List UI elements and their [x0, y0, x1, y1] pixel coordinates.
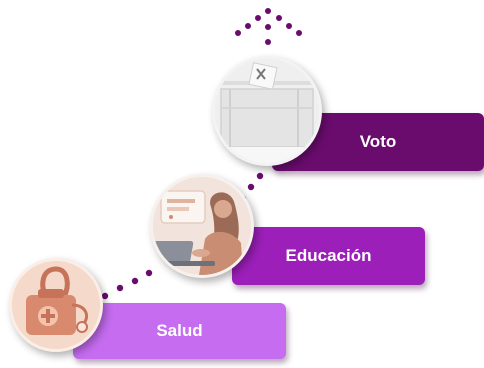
medical-case-stethoscope-icon	[12, 261, 100, 349]
arrow-dot	[235, 30, 241, 36]
arrow-dot	[286, 23, 292, 29]
connector-dot	[247, 183, 255, 191]
connector-dot	[101, 292, 109, 300]
arrow-dot	[265, 24, 271, 30]
connector-dot	[131, 277, 139, 285]
arrow-dot	[265, 39, 271, 45]
step-label-text: Voto	[359, 132, 397, 151]
arrow-dot	[255, 15, 261, 21]
educacion-circle	[150, 174, 254, 278]
arrow-dot	[265, 8, 271, 14]
student-laptop-icon	[153, 177, 251, 275]
voto-circle	[212, 56, 322, 166]
step-label-educacion: Educación	[232, 227, 425, 285]
step-label-text: Salud	[156, 321, 203, 340]
connector-dot	[145, 269, 153, 277]
step-label-text: Educación	[285, 246, 372, 265]
arrow-dot	[245, 23, 251, 29]
connector-dot	[116, 284, 124, 292]
ballot-box-icon	[215, 59, 319, 163]
step-label-salud: Salud	[73, 303, 286, 359]
salud-circle	[9, 258, 103, 352]
arrow-dot	[276, 15, 282, 21]
arrow-dot	[296, 30, 302, 36]
arrow-up-dots	[235, 8, 302, 45]
connector-dot	[256, 172, 264, 180]
